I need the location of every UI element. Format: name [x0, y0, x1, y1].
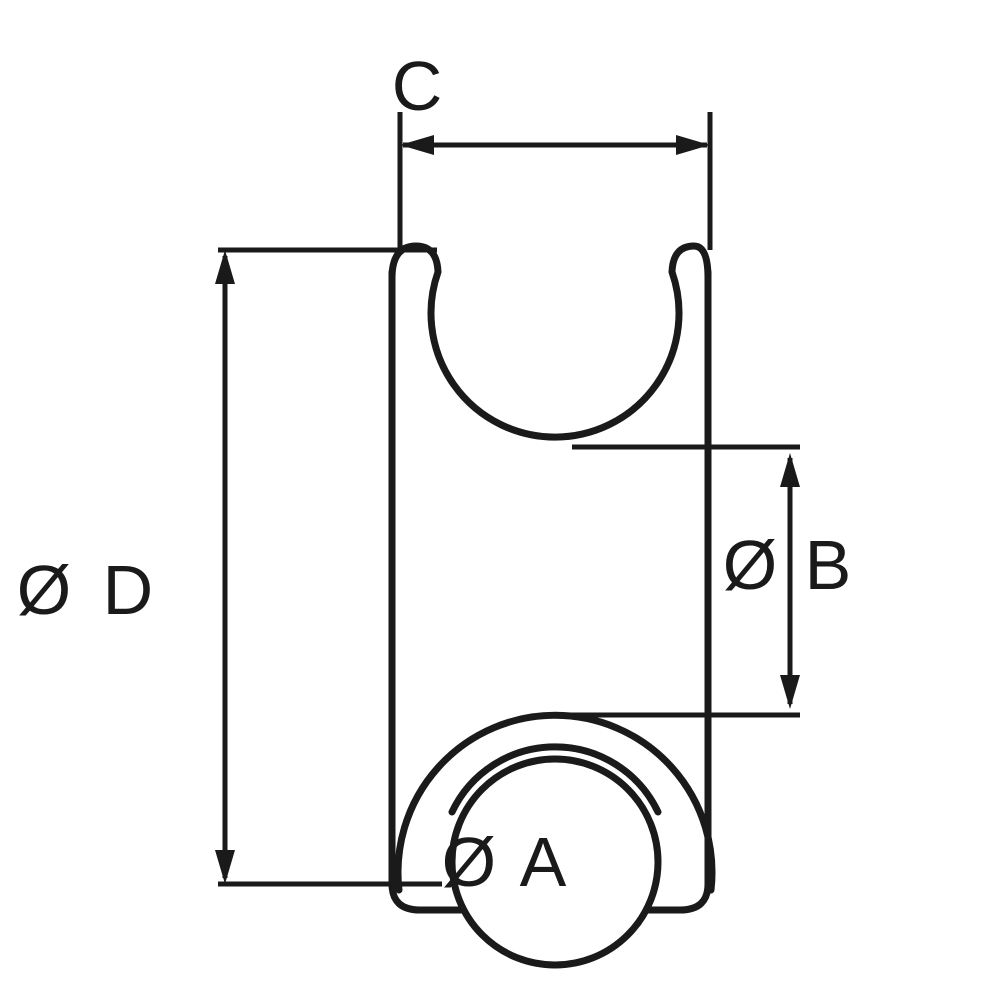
ring-right-edge: [643, 268, 712, 914]
dimension-c: C: [392, 47, 713, 250]
dim-b-arrow-top: [780, 453, 800, 487]
hole-circle: [448, 755, 662, 969]
dimension-d: Ø D: [17, 247, 442, 887]
dim-b-arrow-bottom: [780, 675, 800, 709]
dim-c-arrow-right: [676, 135, 710, 155]
label-b: Ø B: [723, 526, 856, 604]
label-d: Ø D: [17, 551, 159, 629]
ring-top-groove-profile: [388, 242, 712, 441]
label-c: C: [392, 47, 443, 125]
label-a: Ø A: [442, 823, 571, 901]
dim-d-arrow-bottom: [215, 850, 235, 884]
ring-bottom-dome: [394, 711, 716, 894]
dim-d-arrow-top: [215, 250, 235, 284]
dimension-a: Ø A: [442, 823, 571, 901]
dim-c-arrow-left: [400, 135, 434, 155]
hole-lip-arc: [448, 743, 662, 816]
dimension-b: Ø B: [572, 444, 856, 718]
